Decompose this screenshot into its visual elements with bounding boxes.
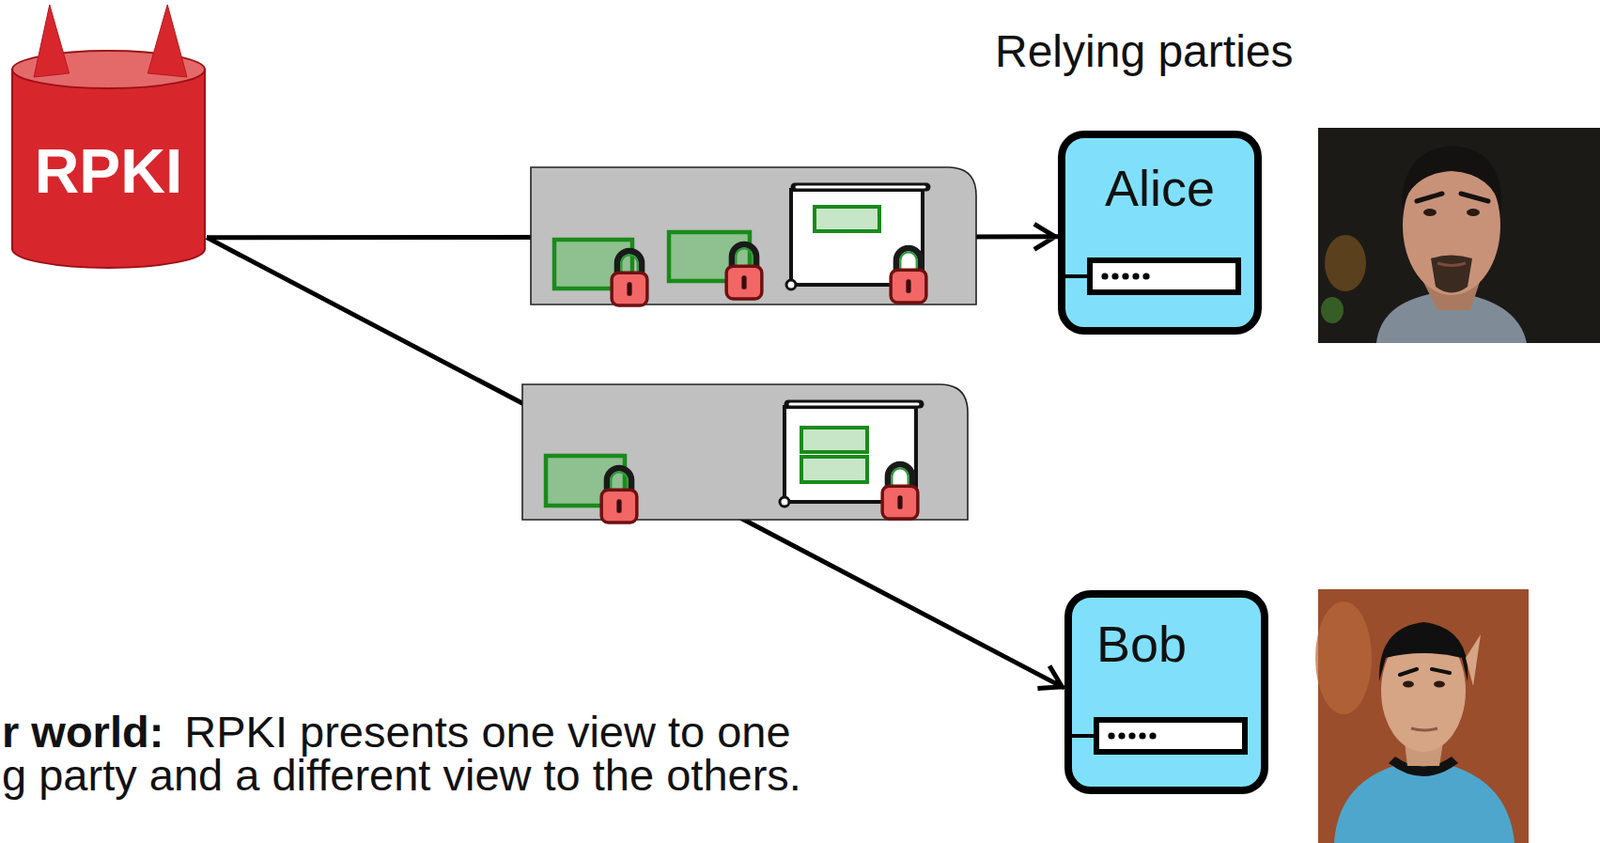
caption-text: g party and a different view to the othe… (1, 753, 802, 797)
signed-package (522, 384, 968, 523)
party-name: Alice (1084, 158, 1236, 218)
caption-text: RPKI presents one view to one (184, 706, 791, 757)
portrait-photo (1318, 127, 1600, 343)
group-heading: Relying parties (994, 24, 1293, 79)
database-label: RPKI (10, 139, 207, 202)
database-cylinder: RPKI (10, 50, 207, 268)
caption-term: r world: (1, 706, 164, 757)
party-name: Bob (1096, 614, 1237, 673)
signed-package (530, 167, 977, 306)
relying-party-box: Bob (1064, 590, 1269, 794)
caption-block: r world:RPKI presents one view to oneg p… (1, 710, 802, 797)
relying-party-box: Alice (1057, 130, 1262, 335)
portrait-photo (1315, 589, 1529, 843)
caption-line: r world:RPKI presents one view to one (1, 710, 802, 754)
